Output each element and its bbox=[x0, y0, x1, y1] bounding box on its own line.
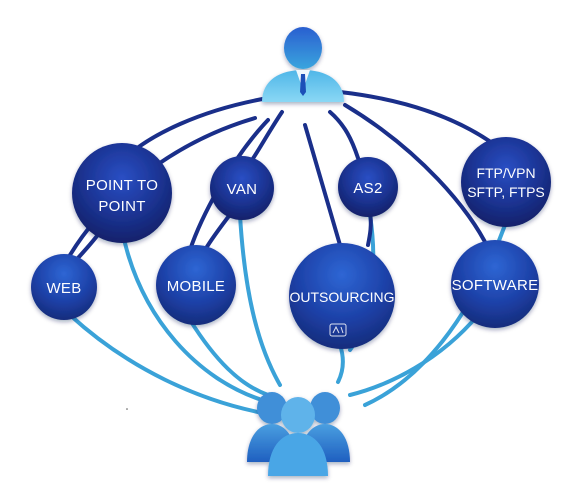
top-connections bbox=[68, 90, 497, 257]
person-icon bbox=[262, 27, 344, 102]
link-top-van bbox=[250, 110, 284, 162]
node-mobile: MOBILE bbox=[156, 245, 236, 325]
bottom-connections bbox=[68, 213, 507, 414]
link-top-point-to-point bbox=[123, 96, 270, 160]
link-top-outsourcing bbox=[303, 123, 342, 247]
logo-stamp-icon bbox=[329, 323, 347, 337]
node-point-to-point: POINT TO POINT bbox=[72, 143, 172, 243]
link-mobile-group bbox=[188, 318, 270, 397]
node-ftp-vpn: FTP/VPN SFTP, FTPS bbox=[461, 137, 551, 227]
node-van-label: VAN bbox=[227, 181, 258, 198]
node-van: VAN bbox=[210, 156, 274, 220]
link-van-group bbox=[238, 213, 282, 387]
node-as2: AS2 bbox=[338, 157, 398, 217]
node-ftp-vpn-line1: FTP/VPN bbox=[476, 165, 535, 181]
node-point-to-point-line1: POINT TO bbox=[86, 177, 158, 194]
group-icon bbox=[247, 392, 350, 476]
node-as2-label: AS2 bbox=[353, 180, 382, 197]
link-outsourcing-group bbox=[336, 343, 345, 384]
link-top-ftp bbox=[338, 90, 497, 147]
node-outsourcing-label: OUTSOURCING bbox=[290, 289, 395, 305]
speck bbox=[126, 408, 128, 410]
node-mobile-label: MOBILE bbox=[167, 278, 225, 295]
link-van-mobile bbox=[203, 210, 234, 252]
link-software-group bbox=[348, 313, 480, 397]
node-ftp-vpn-line2: SFTP, FTPS bbox=[467, 184, 545, 200]
link-top-as2 bbox=[328, 110, 360, 160]
node-software: SOFTWARE bbox=[451, 240, 539, 328]
node-web-label: WEB bbox=[46, 280, 81, 297]
node-point-to-point-line2: POINT bbox=[98, 198, 145, 215]
link-p2p-group bbox=[120, 228, 264, 402]
node-software-label: SOFTWARE bbox=[452, 277, 539, 294]
node-web: WEB bbox=[31, 254, 97, 320]
link-web-group bbox=[68, 313, 260, 414]
link-top-software bbox=[343, 103, 490, 250]
node-outsourcing: OUTSOURCING bbox=[289, 243, 395, 349]
